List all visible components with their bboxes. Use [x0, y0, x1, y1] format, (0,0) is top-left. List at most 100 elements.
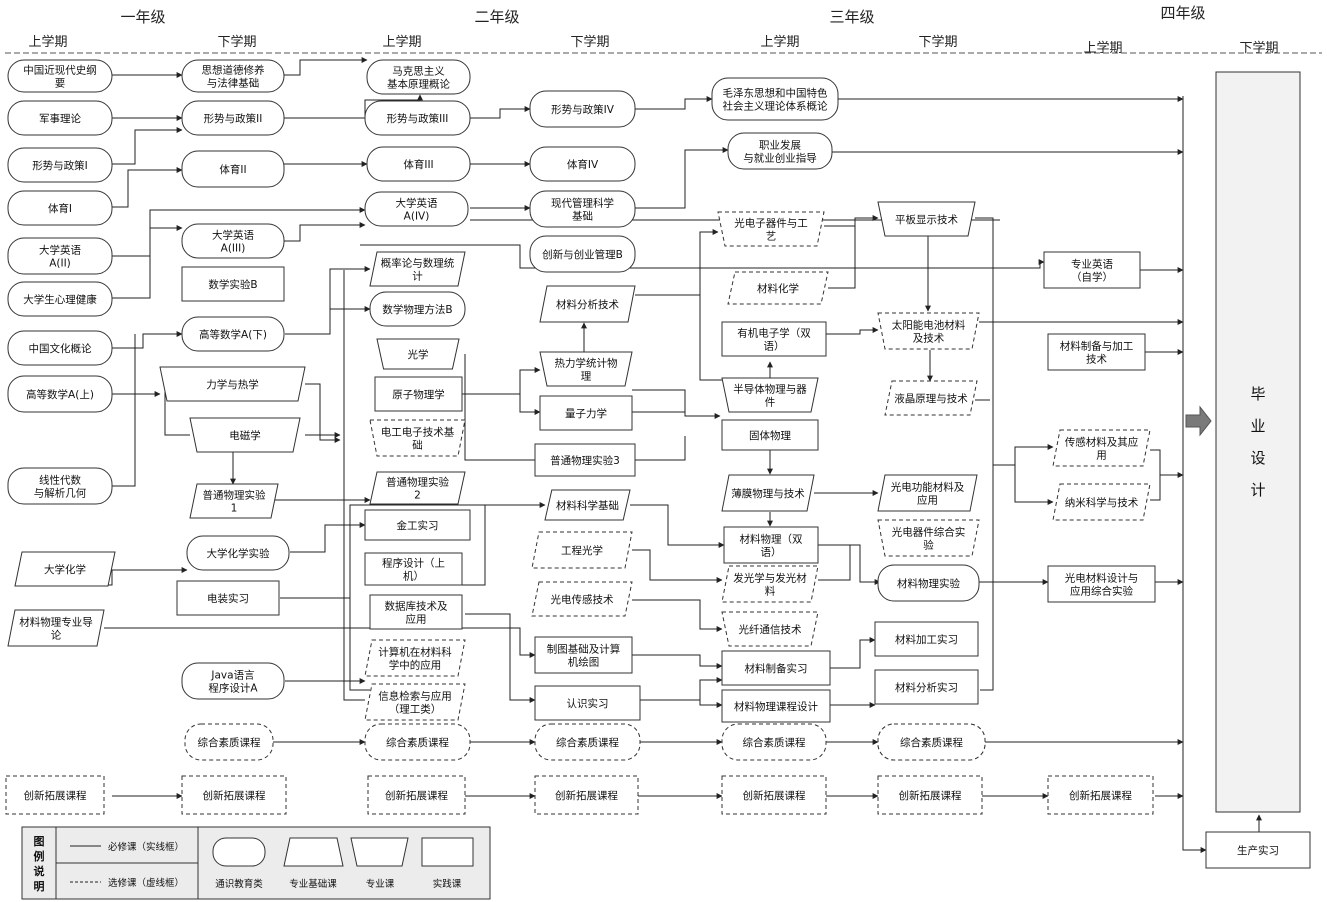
course-node: 生产实习	[1205, 831, 1311, 869]
course-node: 材料物理课程设计	[721, 689, 831, 723]
course-label: A(II)	[49, 258, 71, 270]
course-label: 高等数学A(下)	[199, 328, 267, 341]
course-label: 要	[55, 78, 66, 90]
term-label: 下学期	[918, 34, 957, 50]
course-label: 理	[581, 371, 592, 383]
course-node-box	[181, 223, 285, 259]
course-label: 创新拓展课程	[1069, 789, 1132, 802]
course-node-box	[364, 683, 466, 721]
course-label: 机）	[403, 570, 424, 583]
course-label: 计	[1250, 481, 1265, 499]
course-node-box	[369, 419, 466, 457]
legend-trapezoid-shape-icon	[283, 837, 344, 867]
course-node-box	[366, 146, 471, 182]
course-label: 应用	[406, 613, 427, 626]
course-node: 专业英语（自学）	[1043, 251, 1141, 289]
course-label: 制图基础及计算	[547, 643, 621, 656]
course-label: 设	[1250, 449, 1265, 467]
course-node-box	[7, 609, 105, 647]
course-node-box	[189, 417, 301, 453]
course-label: 学中的应用	[389, 659, 442, 672]
course-label: 认识实习	[567, 697, 609, 710]
course-node: 程序设计（上机）	[364, 552, 463, 586]
course-node: 创新拓展课程	[5, 775, 105, 815]
course-node-box	[721, 611, 819, 647]
course-node-box	[1205, 831, 1311, 869]
course-node-box	[721, 565, 819, 603]
course-label: 中国近现代史纲	[23, 64, 97, 77]
course-label: 与法律基础	[207, 77, 260, 90]
term-label: 下学期	[1239, 40, 1278, 56]
course-node-box	[877, 519, 980, 557]
course-nodes: 中国近现代史纲要军事理论形势与政策I体育I大学英语A(II)大学生心理健康中国文…	[5, 59, 1311, 869]
course-node-box	[721, 775, 827, 815]
course-node-box	[877, 312, 980, 350]
course-node: 金工实习	[364, 509, 471, 541]
course-node-box	[7, 147, 113, 183]
course-node: 创新拓展课程	[367, 775, 466, 815]
course-node-box	[877, 723, 986, 761]
course-label: 论	[51, 629, 62, 642]
course-node-box	[1047, 775, 1154, 815]
course-label: 电工电子技术基	[381, 426, 455, 439]
course-label: 创新拓展课程	[203, 789, 266, 802]
legend-title: 例	[34, 849, 45, 863]
course-label: 有机电子学（双	[737, 327, 811, 340]
course-label: 形势与政策IV	[551, 103, 615, 116]
course-node-box	[14, 551, 116, 587]
course-label: 材料物理（双	[740, 533, 803, 546]
course-node-box	[534, 443, 636, 477]
course-label: Java语言	[210, 669, 254, 682]
course-label: 材料科学基础	[556, 499, 619, 512]
course-label: 数学实验B	[208, 278, 257, 291]
course-label: 综合素质课程	[900, 736, 963, 749]
course-node-box	[7, 59, 113, 93]
course-node-box	[529, 90, 636, 128]
course-label: 普通物理实验	[203, 489, 266, 502]
legend-required-label: 必修课（实线框）	[108, 841, 184, 853]
course-label: 语）	[761, 547, 782, 559]
course-node: 大学生心理健康	[7, 281, 113, 317]
course-label: 1	[231, 503, 238, 515]
course-node: 纳米科学与技术	[1052, 483, 1151, 521]
course-node: 综合素质课程	[534, 723, 641, 761]
course-label: 计	[412, 270, 423, 283]
term-label: 下学期	[570, 34, 609, 50]
course-label: 料	[765, 585, 776, 598]
course-label: 数据库技术及	[385, 600, 448, 613]
course-node-box	[7, 281, 113, 317]
course-node: 材料化学	[727, 271, 829, 305]
course-label: 光电传感技术	[551, 593, 614, 606]
course-label: 信息检索与应用	[378, 690, 452, 703]
course-label: 综合素质课程	[386, 736, 449, 749]
course-node-box	[531, 531, 633, 569]
course-node: 量子力学	[539, 395, 633, 431]
course-label: 大学生心理健康	[23, 293, 97, 306]
course-label: 发光学与发光材	[733, 572, 807, 585]
course-node-box	[181, 316, 285, 352]
course-label: 大学英语	[396, 197, 438, 210]
course-label: 大学化学实验	[207, 547, 270, 560]
course-node-box	[723, 526, 819, 564]
course-node-box	[374, 376, 463, 412]
course-node: 有机电子学（双语）	[721, 321, 827, 357]
course-node: 光学	[376, 338, 460, 370]
course-node-box	[877, 564, 980, 602]
course-node: 工程光学	[531, 531, 633, 569]
course-node-box	[529, 235, 636, 273]
course-label: 普通物理实验3	[550, 454, 620, 467]
course-node-box	[727, 132, 833, 170]
course-node: 大学化学	[14, 551, 116, 587]
course-node: 信息检索与应用（理工类）	[364, 683, 466, 721]
course-label: 应用综合实验	[1070, 585, 1133, 598]
